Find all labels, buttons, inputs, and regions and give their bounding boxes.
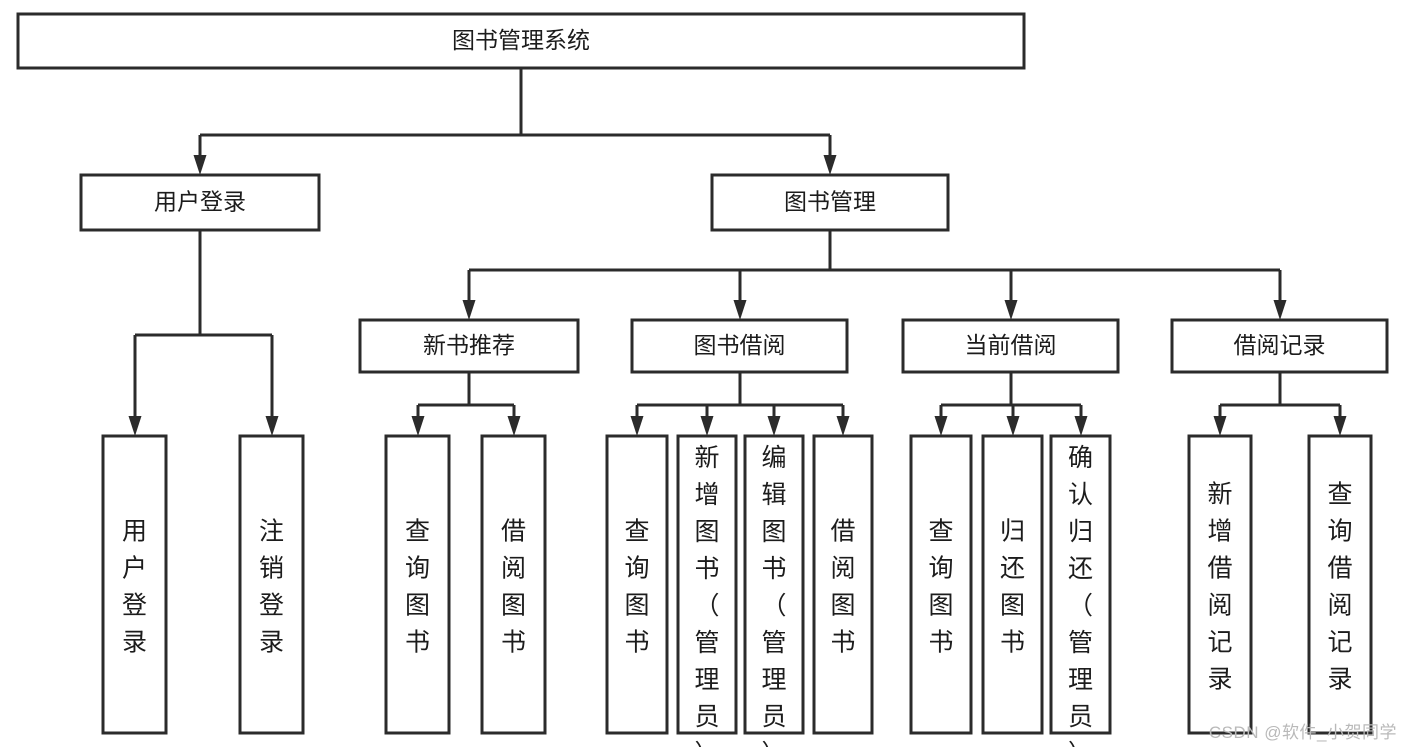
- node-label: 查询图书: [624, 517, 649, 656]
- node-leaf-user-logout[interactable]: 注销登录: [238, 434, 305, 735]
- node-box[interactable]: [812, 434, 874, 735]
- node-leaf-query-book-1[interactable]: 查询图书: [384, 434, 451, 735]
- arrow-head: [767, 416, 781, 436]
- node-user-login[interactable]: 用户登录: [79, 173, 321, 232]
- node-new-book-rec[interactable]: 新书推荐: [358, 318, 580, 374]
- node-leaf-add-book[interactable]: 新增图书（管理员）: [676, 434, 738, 747]
- connector-group-book-manage: [462, 230, 1287, 320]
- arrow-head: [1074, 416, 1088, 436]
- node-box[interactable]: [981, 434, 1044, 735]
- node-layer: 图书管理系统用户登录图书管理新书推荐图书借阅当前借阅借阅记录用户登录注销登录查询…: [16, 12, 1389, 747]
- arrow-head: [128, 416, 142, 436]
- connector-group-new-book-rec: [411, 372, 521, 436]
- arrow-head: [733, 300, 747, 320]
- node-label: 新书推荐: [423, 332, 515, 358]
- node-box[interactable]: [743, 434, 805, 735]
- arrow-head: [1333, 416, 1347, 436]
- arrow-head: [1006, 416, 1020, 436]
- node-leaf-query-record[interactable]: 查询借阅记录: [1307, 434, 1373, 735]
- connector-group-user-login: [128, 230, 279, 436]
- node-root[interactable]: 图书管理系统: [16, 12, 1026, 70]
- node-current-borrow[interactable]: 当前借阅: [901, 318, 1120, 374]
- node-leaf-query-book-2[interactable]: 查询图书: [605, 434, 669, 735]
- node-leaf-user-login[interactable]: 用户登录: [101, 434, 168, 735]
- node-label: 图书管理: [784, 189, 876, 215]
- arrow-head: [1213, 416, 1227, 436]
- arrow-head: [507, 416, 521, 436]
- node-label: 注销登录: [259, 517, 284, 656]
- node-label: 查询图书: [405, 517, 430, 656]
- arrow-head: [193, 155, 207, 175]
- node-box[interactable]: [384, 434, 451, 735]
- arrow-head: [1273, 300, 1287, 320]
- node-box[interactable]: [676, 434, 738, 735]
- node-leaf-borrow-book-1[interactable]: 借阅图书: [480, 434, 547, 735]
- arrow-head: [823, 155, 837, 175]
- node-leaf-borrow-book-2[interactable]: 借阅图书: [812, 434, 874, 735]
- node-box[interactable]: [480, 434, 547, 735]
- arrow-head: [630, 416, 644, 436]
- node-box[interactable]: [901, 318, 1120, 374]
- node-box[interactable]: [16, 12, 1026, 70]
- node-box[interactable]: [238, 434, 305, 735]
- node-box[interactable]: [630, 318, 849, 374]
- connector-group-root: [193, 68, 837, 175]
- node-leaf-query-book-3[interactable]: 查询图书: [909, 434, 973, 735]
- node-box[interactable]: [710, 173, 950, 232]
- node-label: 查询借阅记录: [1327, 480, 1352, 693]
- connector-group-borrow-record: [1213, 372, 1347, 436]
- node-label: 借阅记录: [1234, 332, 1326, 358]
- node-label: 编辑图书（管理员）: [761, 444, 786, 747]
- arrow-head: [265, 416, 279, 436]
- connector-group-current-borrow: [934, 372, 1088, 436]
- node-label: 借阅图书: [501, 517, 526, 656]
- node-label: 新增图书（管理员）: [694, 444, 719, 747]
- arrow-head: [934, 416, 948, 436]
- arrow-head: [700, 416, 714, 436]
- node-box[interactable]: [1307, 434, 1373, 735]
- node-book-manage[interactable]: 图书管理: [710, 173, 950, 232]
- node-label: 当前借阅: [965, 332, 1057, 358]
- node-box[interactable]: [1049, 434, 1112, 735]
- node-label: 用户登录: [154, 189, 246, 215]
- csdn-watermark: CSDN @软件_小贺同学: [1208, 723, 1397, 742]
- node-leaf-confirm-return[interactable]: 确认归还（管理员）: [1049, 434, 1112, 747]
- node-label: 图书借阅: [694, 332, 786, 358]
- node-box[interactable]: [605, 434, 669, 735]
- arrow-head: [462, 300, 476, 320]
- node-label: 借阅图书: [830, 517, 855, 656]
- node-leaf-add-record[interactable]: 新增借阅记录: [1187, 434, 1253, 735]
- node-box[interactable]: [101, 434, 168, 735]
- connector-layer: [128, 68, 1347, 436]
- node-borrow-record[interactable]: 借阅记录: [1170, 318, 1389, 374]
- node-label: 新增借阅记录: [1207, 480, 1232, 693]
- arrow-head: [836, 416, 850, 436]
- node-book-borrow[interactable]: 图书借阅: [630, 318, 849, 374]
- node-box[interactable]: [1187, 434, 1253, 735]
- connector-group-book-borrow: [630, 372, 850, 436]
- node-leaf-return-book[interactable]: 归还图书: [981, 434, 1044, 735]
- node-label: 查询图书: [928, 517, 953, 656]
- node-box[interactable]: [1170, 318, 1389, 374]
- node-label: 归还图书: [1000, 517, 1025, 656]
- node-leaf-edit-book[interactable]: 编辑图书（管理员）: [743, 434, 805, 747]
- arrow-head: [411, 416, 425, 436]
- node-label: 图书管理系统: [452, 27, 590, 53]
- node-box[interactable]: [79, 173, 321, 232]
- arrow-head: [1004, 300, 1018, 320]
- node-box[interactable]: [909, 434, 973, 735]
- node-box[interactable]: [358, 318, 580, 374]
- node-label: 用户登录: [122, 517, 147, 656]
- node-label: 确认归还（管理员）: [1068, 444, 1093, 747]
